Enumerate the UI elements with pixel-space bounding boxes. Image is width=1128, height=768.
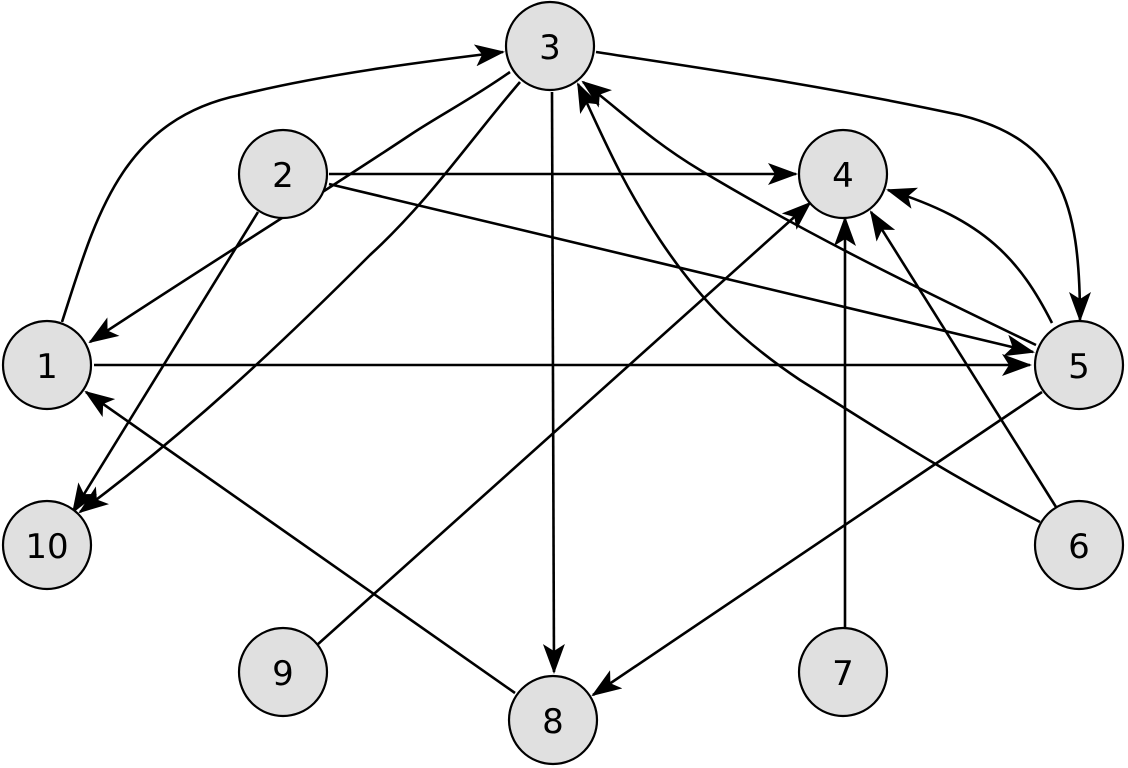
edge-8-1 xyxy=(84,390,516,695)
node-6-circle xyxy=(1033,499,1125,591)
node-10[interactable]: 10 xyxy=(1,499,93,591)
edge-2-10 xyxy=(71,211,260,514)
node-10-circle xyxy=(1,499,93,591)
node-9-label: 9 xyxy=(272,654,294,694)
edges-layer xyxy=(60,44,1091,697)
node-7-circle xyxy=(797,626,889,718)
node-3-circle xyxy=(504,0,596,92)
node-4[interactable]: 4 xyxy=(797,128,889,220)
edge-3-10 xyxy=(78,81,521,514)
node-3-label: 3 xyxy=(539,28,561,68)
node-1-circle xyxy=(1,319,93,411)
node-5[interactable]: 5 xyxy=(1033,319,1125,411)
node-5-label: 5 xyxy=(1068,347,1090,387)
node-7[interactable]: 7 xyxy=(797,626,889,718)
edge-5-3 xyxy=(581,80,1037,347)
edge-6-4 xyxy=(869,210,1058,508)
node-4-label: 4 xyxy=(832,156,854,196)
node-6[interactable]: 6 xyxy=(1033,499,1125,591)
node-9-circle xyxy=(237,626,329,718)
node-1-label: 1 xyxy=(36,347,58,387)
edge-6-3 xyxy=(576,82,1041,524)
edge-3-8 xyxy=(542,91,565,674)
node-1[interactable]: 1 xyxy=(1,319,93,411)
node-7-label: 7 xyxy=(832,654,854,694)
edge-1-3 xyxy=(60,44,505,323)
node-8[interactable]: 8 xyxy=(507,674,599,766)
node-2[interactable]: 2 xyxy=(237,128,329,220)
edge-9-4 xyxy=(316,201,812,646)
node-2-label: 2 xyxy=(272,156,294,196)
edge-3-5 xyxy=(595,50,1091,322)
node-6-label: 6 xyxy=(1068,527,1090,567)
edge-5-8 xyxy=(591,390,1043,697)
node-5-circle xyxy=(1033,319,1125,411)
node-10-label: 10 xyxy=(25,527,68,567)
node-4-circle xyxy=(797,128,889,220)
node-2-circle xyxy=(237,128,329,220)
edge-3-1 xyxy=(88,70,511,344)
node-8-circle xyxy=(507,674,599,766)
node-9[interactable]: 9 xyxy=(237,626,329,718)
node-8-label: 8 xyxy=(542,702,564,742)
node-3[interactable]: 3 xyxy=(504,0,596,92)
edge-5-4 xyxy=(886,187,1054,324)
